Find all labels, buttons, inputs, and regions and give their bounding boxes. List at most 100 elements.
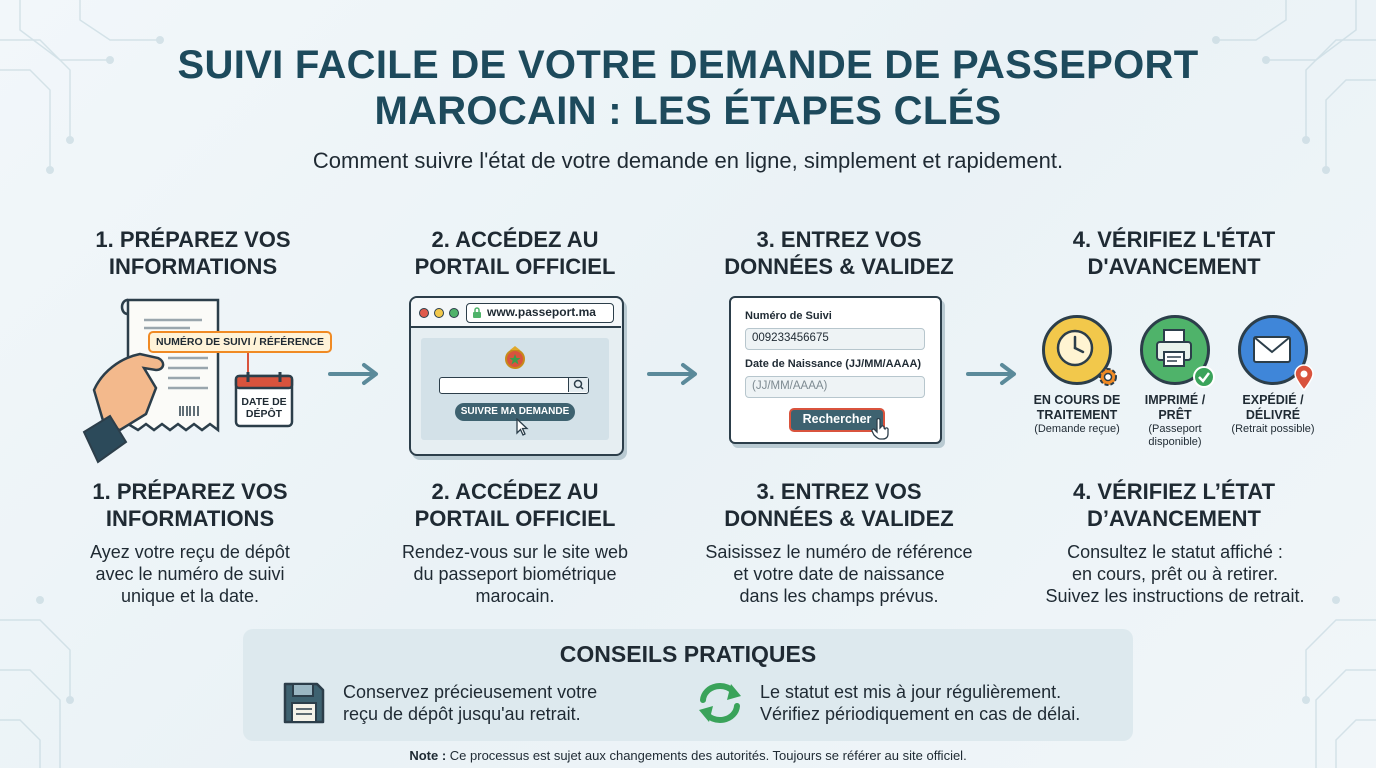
status-ready-sub: (Passeport disponible)	[1125, 423, 1225, 449]
lock-icon	[473, 307, 481, 318]
step3-bottom-heading-line1: 3. ENTREZ VOS	[756, 479, 922, 504]
status-ready-sub-line2: disponible)	[1148, 436, 1202, 448]
clock-icon	[1042, 315, 1117, 386]
tip-1-line2: reçu de dépôt jusqu'au retrait.	[343, 704, 581, 724]
step2-bottom-heading: 2. ACCÉDEZ AU PORTAIL OFFICIEL	[385, 478, 645, 532]
search-input[interactable]	[439, 377, 589, 394]
circuit-decoration-top-right	[1212, 0, 1376, 174]
tips-title: CONSEILS PRATIQUES	[559, 641, 817, 667]
arrow-right-icon	[328, 363, 378, 385]
status-delivered-label-line2: DÉLIVRÉ	[1245, 408, 1301, 422]
step2-bottom-heading-line2: PORTAIL OFFICIEL	[414, 506, 616, 531]
track-request-button[interactable]: SUIVRE MA DEMANDE	[455, 403, 575, 421]
step4-top-heading-line2: D'AVANCEMENT	[1087, 254, 1261, 279]
circuit-decoration-bottom-right	[1302, 596, 1376, 768]
location-pin-icon	[1294, 364, 1314, 392]
tracking-number-label: Numéro de Suivi	[745, 310, 832, 322]
step4-description-line1: Consultez le statut affiché :	[1067, 542, 1283, 562]
step2-top-heading: 2. ACCÉDEZ AU PORTAIL OFFICIEL	[385, 226, 645, 280]
status-ready-label-line2: PRÊT	[1158, 408, 1192, 422]
step4-description: Consultez le statut affiché : en cours, …	[1025, 541, 1325, 607]
search-icon-box[interactable]	[568, 378, 588, 392]
title-line-1: SUIVI FACILE DE VOTRE DEMANDE DE PASSEPO…	[177, 43, 1199, 87]
close-dot-icon	[419, 308, 429, 318]
status-in-progress-sub: (Demande reçue)	[1034, 423, 1120, 435]
tip-2-line1: Le statut est mis à jour régulièrement.	[760, 682, 1062, 702]
calendar-label-line1: DATE DE	[241, 396, 287, 408]
step3-description: Saisissez le numéro de référence et votr…	[694, 541, 984, 607]
birth-date-input[interactable]: (JJ/MM/AAAA)	[745, 376, 925, 398]
status-in-progress-label-line2: TRAITEMENT	[1036, 408, 1118, 422]
status-delivered-label: EXPÉDIÉ / DÉLIVRÉ	[1223, 393, 1323, 423]
printer-icon	[1140, 315, 1215, 388]
step3-top-heading: 3. ENTREZ VOS DONNÉES & VALIDEZ	[709, 226, 969, 280]
cursor-icon	[516, 418, 529, 436]
tracking-number-input[interactable]: 009233456675	[745, 328, 925, 350]
step4-bottom-heading-line1: 4. VÉRIFIEZ L’ÉTAT	[1072, 479, 1276, 504]
status-in-progress-label: EN COURS DE TRAITEMENT	[1027, 393, 1127, 423]
calendar-label-line2: DÉPÔT	[245, 408, 283, 420]
circuit-decoration-top-left	[0, 0, 164, 174]
step1-description-line1: Ayez votre reçu de dépôt	[90, 542, 290, 562]
step3-bottom-heading: 3. ENTREZ VOS DONNÉES & VALIDEZ	[709, 478, 969, 532]
note-text: Ce processus est sujet aux changements d…	[449, 748, 967, 763]
gear-icon	[1099, 368, 1117, 386]
step3-description-line3: dans les champs prévus.	[739, 586, 939, 606]
address-bar[interactable]: www.passeport.ma	[466, 303, 614, 323]
envelope-icon	[1238, 315, 1314, 392]
step1-bottom-heading: 1. PRÉPAREZ VOS INFORMATIONS	[60, 478, 320, 532]
step1-bottom-heading-line2: INFORMATIONS	[105, 506, 275, 531]
step4-description-line2: en cours, prêt ou à retirer.	[1071, 564, 1279, 584]
step4-top-heading-line1: 4. VÉRIFIEZ L'ÉTAT	[1072, 227, 1276, 252]
arrow-right-icon	[647, 363, 697, 385]
arrow-right-icon	[966, 363, 1016, 385]
maximize-dot-icon	[449, 308, 459, 318]
receipt-hand-icon	[82, 298, 294, 464]
step3-top-heading-line2: DONNÉES & VALIDEZ	[724, 254, 954, 279]
title-line-2: MAROCAIN : LES ÉTAPES CLÉS	[374, 89, 1002, 133]
status-ready-label-line1: IMPRIMÉ /	[1144, 393, 1206, 407]
floppy-disk-icon	[283, 682, 325, 724]
step3-description-line1: Saisissez le numéro de référence	[705, 542, 973, 562]
step1-top-heading: 1. PRÉPAREZ VOS INFORMATIONS	[63, 226, 323, 280]
step1-bottom-heading-line1: 1. PRÉPAREZ VOS	[92, 479, 288, 504]
page-title: SUIVI FACILE DE VOTRE DEMANDE DE PASSEPO…	[0, 42, 1376, 134]
step1-description: Ayez votre reçu de dépôt avec le numéro …	[45, 541, 335, 607]
step2-description-line3: marocain.	[475, 586, 555, 606]
status-ready-sub-line1: (Passeport	[1148, 423, 1202, 435]
status-delivered-sub: (Retrait possible)	[1231, 423, 1315, 435]
tracking-number-tag: NUMÉRO DE SUIVI / RÉFÉRENCE	[148, 331, 333, 353]
step2-top-heading-line2: PORTAIL OFFICIEL	[414, 254, 616, 279]
tip-1-line1: Conservez précieusement votre	[343, 682, 598, 702]
tip-1: Conservez précieusement votre reçu de dé…	[343, 681, 597, 725]
note-label: Note :	[409, 748, 447, 763]
step3-top-heading-line1: 3. ENTREZ VOS	[756, 227, 922, 252]
tip-2-line2: Vérifiez périodiquement en cas de délai.	[760, 704, 1081, 724]
calendar-label: DATE DE DÉPÔT	[236, 396, 292, 420]
status-delivered-label-line1: EXPÉDIÉ /	[1242, 393, 1304, 407]
search-icon	[573, 379, 584, 390]
step3-description-line2: et votre date de naissance	[733, 564, 945, 584]
step1-top-heading-line1: 1. PRÉPAREZ VOS	[95, 227, 291, 252]
step4-description-line3: Suivez les instructions de retrait.	[1045, 586, 1305, 606]
birth-date-label: Date de Naissance (JJ/MM/AAAA)	[745, 358, 922, 370]
refresh-icon	[699, 683, 741, 723]
browser-content: SUIVRE MA DEMANDE	[421, 338, 609, 440]
hand-pointer-icon	[871, 418, 889, 440]
step4-bottom-heading-line2: D’AVANCEMENT	[1087, 506, 1261, 531]
minimize-dot-icon	[434, 308, 444, 318]
tip-2: Le statut est mis à jour régulièrement. …	[760, 681, 1080, 725]
step2-bottom-heading-line1: 2. ACCÉDEZ AU	[431, 479, 599, 504]
step4-bottom-heading: 4. VÉRIFIEZ L’ÉTAT D’AVANCEMENT	[1044, 478, 1304, 532]
status-ready-label: IMPRIMÉ / PRÊT	[1125, 393, 1225, 423]
page-subtitle: Comment suivre l'état de votre demande e…	[312, 148, 1064, 173]
step2-description-line1: Rendez-vous sur le site web	[401, 542, 629, 562]
step3-bottom-heading-line2: DONNÉES & VALIDEZ	[724, 506, 954, 531]
url-text: www.passeport.ma	[487, 305, 596, 319]
search-button[interactable]: Rechercher	[789, 408, 885, 432]
step2-description-line2: du passeport biométrique	[413, 564, 617, 584]
browser-toolbar: www.passeport.ma	[411, 298, 621, 328]
step4-top-heading: 4. VÉRIFIEZ L'ÉTAT D'AVANCEMENT	[1044, 226, 1304, 280]
status-in-progress-label-line1: EN COURS DE	[1033, 393, 1121, 407]
step2-description: Rendez-vous sur le site web du passeport…	[370, 541, 660, 607]
